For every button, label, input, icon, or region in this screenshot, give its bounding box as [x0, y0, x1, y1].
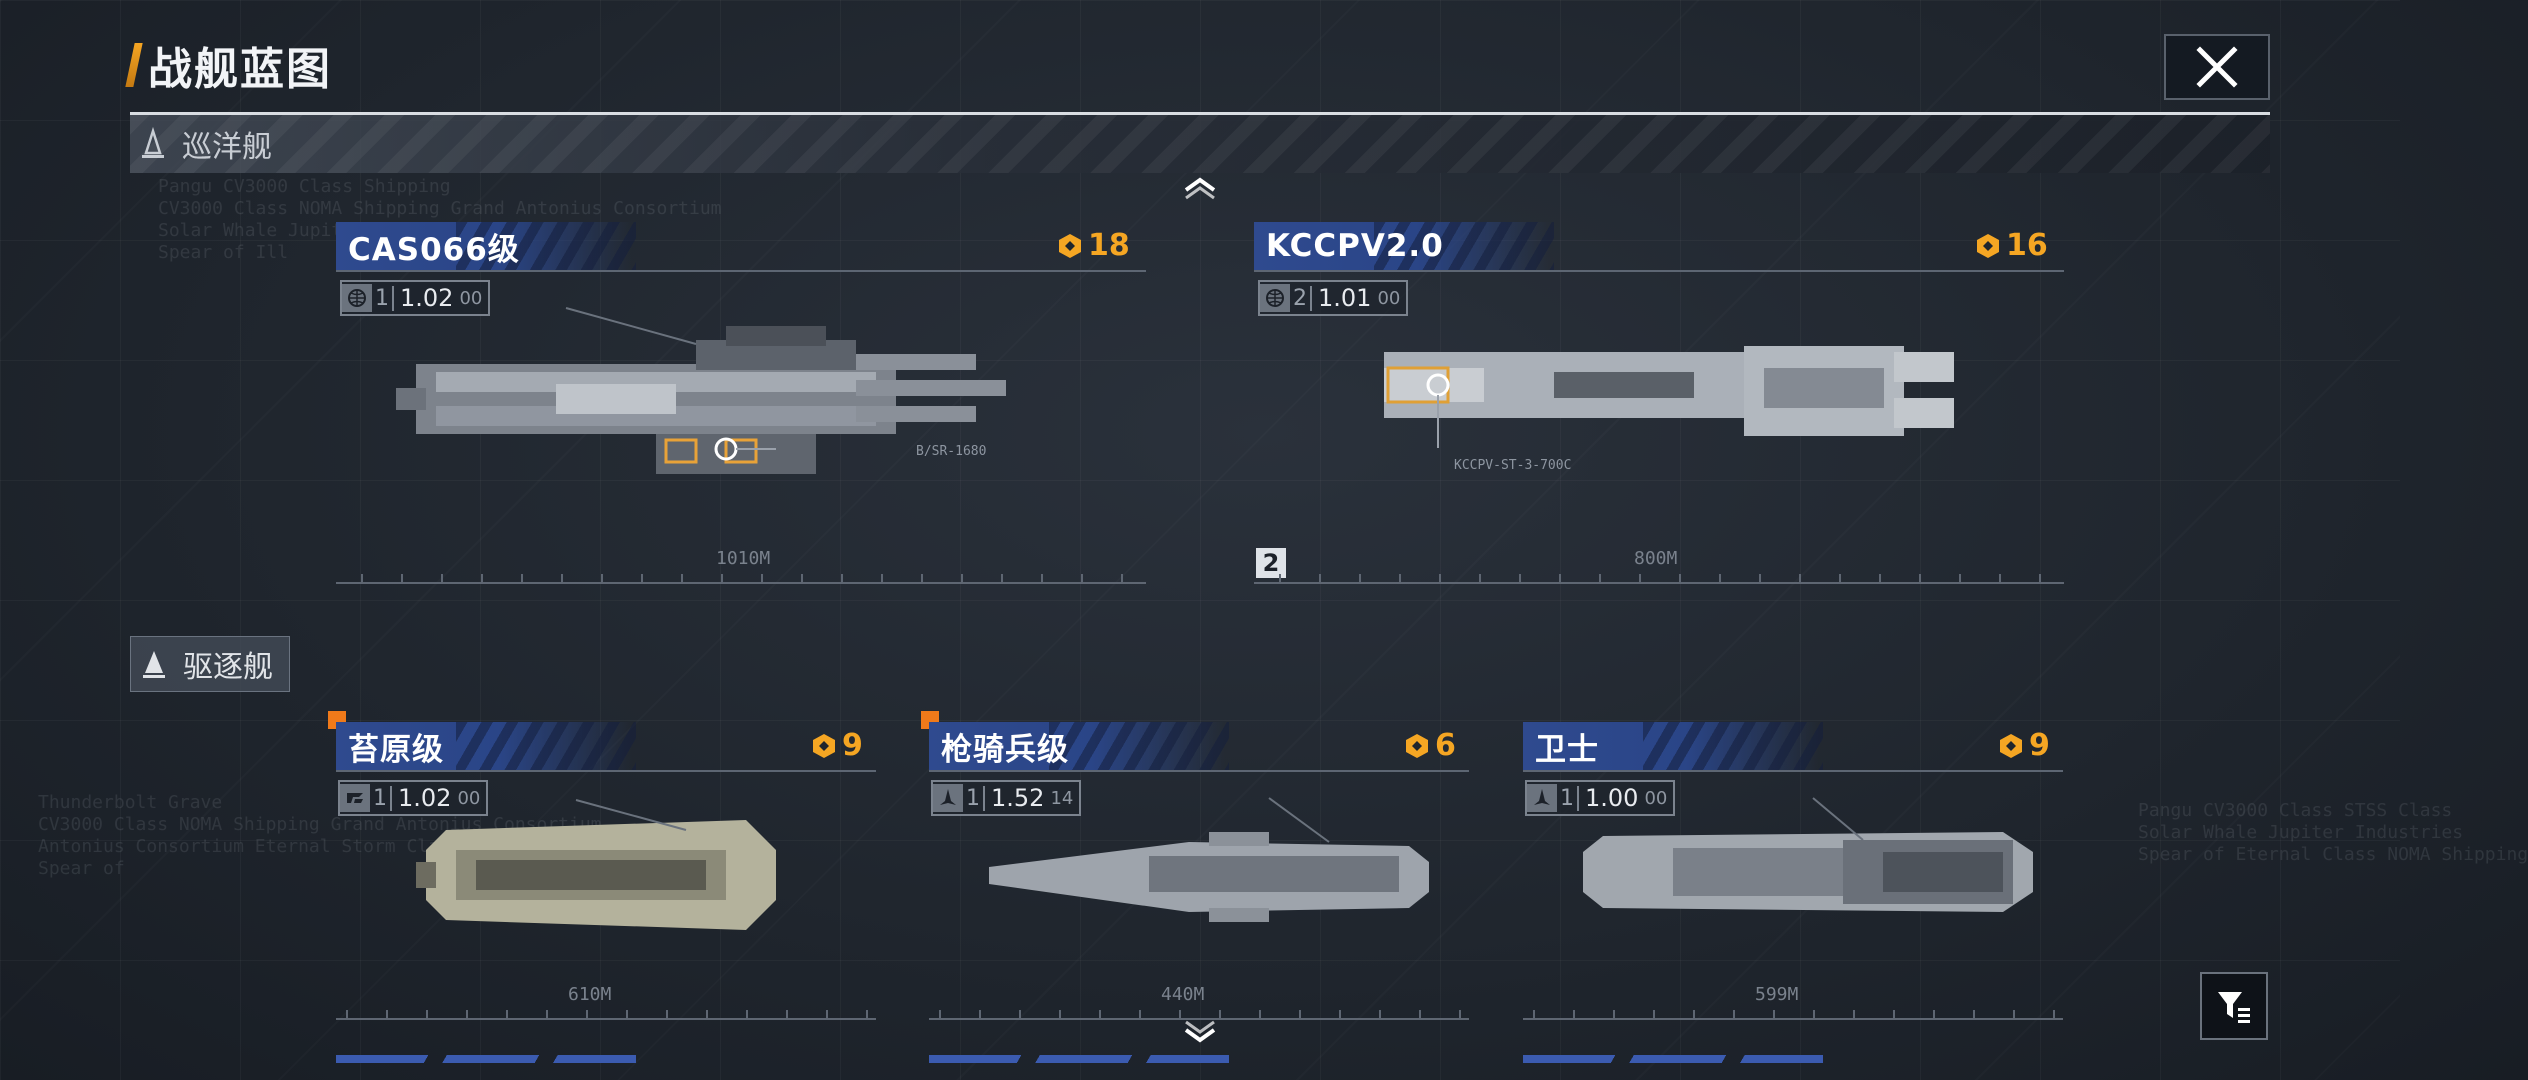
ship-length: 440M: [1161, 984, 1205, 1005]
ship-name-tag: CAS066级: [336, 222, 636, 270]
section-label-destroyer: 驱逐舰: [183, 650, 273, 685]
fighter-icon: [1527, 784, 1557, 812]
ship-image: [1384, 346, 1954, 448]
next-row-strip: [929, 1055, 1229, 1063]
ship-length: 1010M: [716, 548, 771, 569]
ship-cost: 9: [810, 728, 863, 763]
ship-cost: 9: [1997, 728, 2050, 763]
ship-value: 1.01: [1318, 284, 1372, 312]
section-header-destroyer: 驱逐舰: [130, 636, 290, 692]
cost-icon: [1059, 233, 1081, 258]
ship-stat-box: 2 1.01 00: [1258, 280, 1409, 316]
ship-card-lancer[interactable]: 枪骑兵级 6 1 1.52 14 440M: [929, 722, 1469, 1022]
fighter-icon: [933, 784, 963, 812]
ship-count: 1: [1557, 785, 1579, 811]
ship-image: [989, 797, 1429, 922]
ship-name-tag: KCCPV2.0: [1254, 222, 1554, 270]
ship-card-guardian[interactable]: 卫士 9 1 1.00 00 599M: [1523, 722, 2063, 1022]
ship-cost-value: 18: [1088, 228, 1130, 263]
ship-name: 枪骑兵级: [941, 731, 1069, 768]
section-header-cruiser: 巡洋舰: [130, 112, 2270, 173]
globe-icon: [342, 284, 372, 312]
ship-image: [396, 307, 1006, 474]
ship-stat-box: 1 1.02 00: [338, 780, 489, 816]
ship-value: 1.52: [991, 784, 1045, 812]
ship-cost: 18: [1056, 228, 1130, 263]
ship-name-tag: 苔原级: [336, 722, 636, 770]
ship-name: CAS066级: [348, 231, 520, 268]
ship-count: 1: [963, 785, 985, 811]
ship-stat-box: 1 1.00 00: [1525, 780, 1676, 816]
cost-icon: [813, 733, 835, 758]
ship-image: [416, 799, 776, 930]
ship-length: 610M: [568, 984, 612, 1005]
ship-count: 2: [1290, 285, 1312, 311]
page-title: 战舰蓝图: [148, 44, 332, 95]
cost-icon: [1406, 733, 1428, 758]
ship-stat-box: 1 1.52 14: [931, 780, 1082, 816]
ship-count: 1: [370, 785, 392, 811]
ship-sub-value: 00: [457, 787, 481, 809]
ship-cost: 16: [1974, 228, 2048, 263]
scroll-up-icon[interactable]: [1180, 176, 1220, 202]
filter-button[interactable]: [2200, 972, 2268, 1040]
ship-image: [1583, 797, 2033, 912]
ship-name-tag: 卫士: [1523, 722, 1823, 770]
ship-card-cas066[interactable]: CAS066级 18 1 1.02 00 B/SR-1680 1010M: [336, 222, 1146, 592]
close-icon: [2196, 46, 2238, 88]
ship-value: 1.02: [400, 284, 454, 312]
ship-value: 1.02: [398, 784, 452, 812]
ship-value: 1.00: [1585, 784, 1639, 812]
cost-icon: [2000, 733, 2022, 758]
ship-cost: 6: [1403, 728, 1456, 763]
ship-sub-value: 00: [459, 287, 483, 309]
cost-icon: [1977, 233, 1999, 258]
ship-sub-value: 00: [1377, 287, 1401, 309]
globe-icon: [1260, 284, 1290, 312]
title-accent-bar: [125, 43, 143, 87]
ship-cost-value: 9: [2029, 728, 2050, 763]
bg-text-right: Pangu CV3000 Class STSS Class Solar Whal…: [2138, 800, 2528, 865]
length-ruler: [929, 1004, 1469, 1020]
next-row-strip: [1523, 1055, 1823, 1063]
length-ruler: [336, 1004, 876, 1020]
ship-callout: B/SR-1680: [916, 444, 987, 459]
length-ruler: [336, 568, 1146, 584]
ship-length: 599M: [1755, 984, 1799, 1005]
ship-sub-value: 14: [1050, 787, 1074, 809]
next-row-strip: [336, 1055, 636, 1063]
ship-card-tundra[interactable]: 苔原级 9 1 1.02 00 610M: [336, 722, 876, 1022]
ship-name: KCCPV2.0: [1266, 228, 1444, 264]
ship-callout: KCCPV-ST-3-700C: [1454, 458, 1572, 473]
close-button[interactable]: [2164, 34, 2270, 100]
scroll-down-icon[interactable]: [1180, 1018, 1220, 1044]
filter-icon: [2218, 992, 2250, 1023]
section-label-cruiser: 巡洋舰: [182, 130, 272, 165]
length-ruler: [1254, 568, 2064, 584]
ship-stat-box: 1 1.02 00: [340, 280, 491, 316]
ship-cost-value: 9: [842, 728, 863, 763]
ship-cost-value: 6: [1435, 728, 1456, 763]
length-ruler: [1523, 1004, 2063, 1020]
ship-sub-value: 00: [1644, 787, 1668, 809]
page-header: 战舰蓝图: [125, 40, 332, 95]
ship-cost-value: 16: [2006, 228, 2048, 263]
ship-name: 卫士: [1535, 731, 1599, 768]
ship-card-kccpv[interactable]: KCCPV2.0 16 2 1.01 00 KCCPV-ST-3-700C 2 …: [1254, 222, 2064, 592]
ship-count: 1: [372, 285, 394, 311]
cruiser-class-icon: [142, 126, 164, 158]
ship-length: 800M: [1634, 548, 1678, 569]
ship-name: 苔原级: [348, 731, 444, 768]
ship-name-tag: 枪骑兵级: [929, 722, 1229, 770]
faction-icon: [340, 784, 370, 812]
destroyer-class-icon: [143, 651, 165, 678]
